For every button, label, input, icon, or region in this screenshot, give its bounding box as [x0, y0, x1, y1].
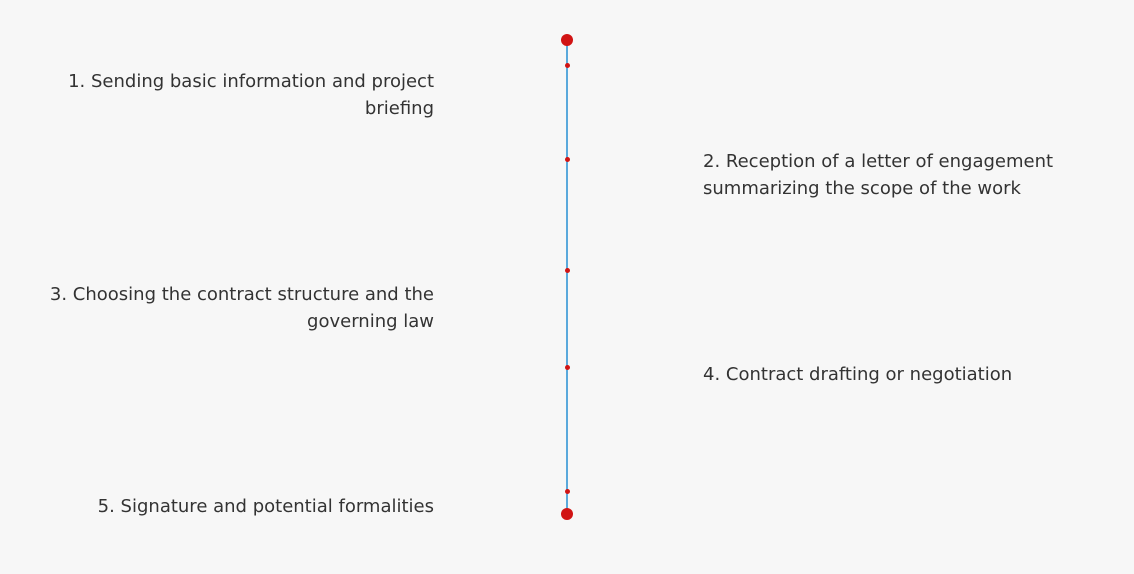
- timeline-start-dot: [561, 34, 573, 46]
- timeline-axis: [566, 40, 568, 514]
- timeline-tick-2: [564, 157, 570, 162]
- timeline-step-4: 4. Contract drafting or negotiation: [703, 364, 1013, 385]
- timeline-tick-5: [564, 489, 570, 494]
- timeline-step-1: 1. Sending basic information and project…: [68, 71, 434, 119]
- timeline-step-5: 5. Signature and potential formalities: [97, 496, 434, 517]
- timeline-tick-4: [564, 365, 570, 370]
- timeline-tick-3: [564, 268, 570, 273]
- timeline-end-dot: [561, 508, 573, 520]
- timeline-step-3: 3. Choosing the contract structure and t…: [49, 284, 434, 332]
- timeline-tick-1: [564, 63, 570, 68]
- timeline-step-2: 2. Reception of a letter of engagement s…: [703, 151, 1054, 199]
